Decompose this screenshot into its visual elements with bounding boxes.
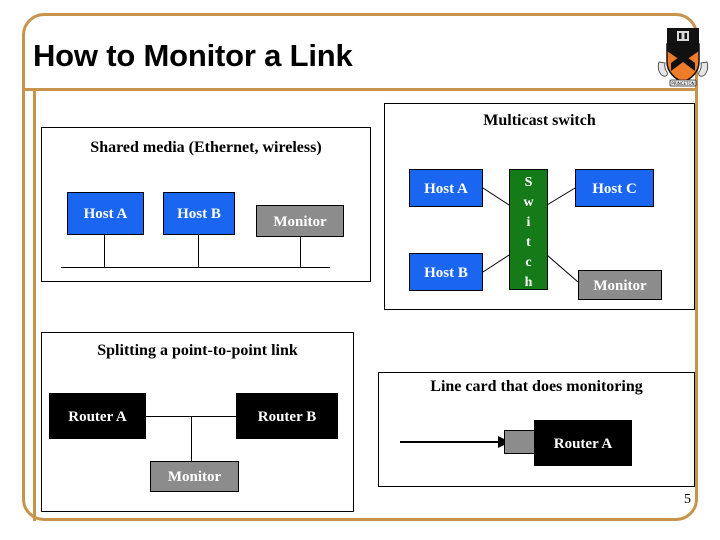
node-host-a-multicast[interactable]: Host A xyxy=(409,169,483,207)
node-router-a-linecard[interactable]: Router A xyxy=(534,420,632,466)
node-host-c-multicast[interactable]: Host C xyxy=(575,169,654,207)
panel-multicast-switch-title: Multicast switch xyxy=(483,112,596,129)
svg-text:PRINCETON: PRINCETON xyxy=(671,81,694,86)
panel-line-card-title: Line card that does monitoring xyxy=(430,378,643,395)
node-host-a-shared[interactable]: Host A xyxy=(67,192,144,235)
switch-letter-h: h xyxy=(524,275,533,290)
page-number: 5 xyxy=(684,492,691,507)
link-monitor-bus xyxy=(300,237,301,267)
switch-letter-c: c xyxy=(525,255,532,270)
node-host-b-multicast[interactable]: Host B xyxy=(409,253,483,291)
link-host-a-bus xyxy=(104,235,105,267)
node-host-b-shared[interactable]: Host B xyxy=(163,192,235,235)
panel-shared-media-title: Shared media (Ethernet, wireless) xyxy=(90,139,322,156)
shared-media-bus xyxy=(61,267,330,268)
link-host-b-bus xyxy=(198,235,199,267)
node-switch-multicast[interactable]: S w i t c h xyxy=(509,169,548,290)
switch-letter-i: i xyxy=(526,215,531,230)
node-router-b-splitting[interactable]: Router B xyxy=(236,393,338,439)
switch-letter-s: S xyxy=(524,175,533,190)
princeton-shield-logo: PRINCETON xyxy=(655,22,711,92)
title-divider-rule xyxy=(22,88,698,91)
switch-letter-w: w xyxy=(523,195,534,210)
frame-inner-vertical-rule xyxy=(33,88,36,521)
node-monitor-splitting[interactable]: Monitor xyxy=(150,461,239,492)
node-monitor-shared[interactable]: Monitor xyxy=(256,205,344,237)
panel-splitting-link-title: Splitting a point-to-point link xyxy=(97,342,298,359)
link-tap-to-monitor xyxy=(191,416,192,461)
node-router-a-splitting[interactable]: Router A xyxy=(49,393,146,439)
node-monitor-multicast[interactable]: Monitor xyxy=(578,270,662,300)
switch-letter-t: t xyxy=(526,235,531,250)
slide-title: How to Monitor a Link xyxy=(33,38,353,73)
